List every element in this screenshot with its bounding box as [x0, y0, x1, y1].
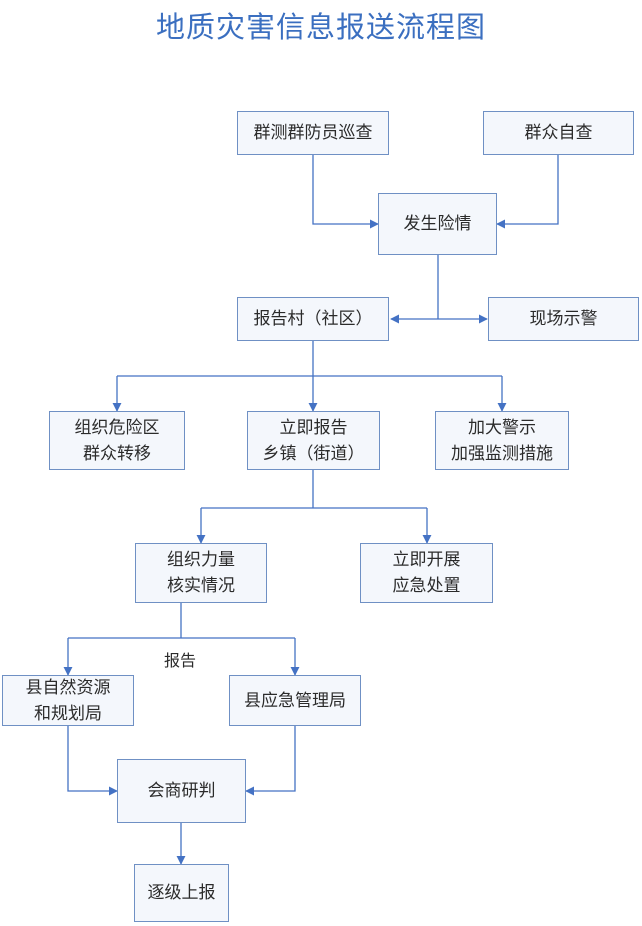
- edge-patrol-to-danger: [312, 155, 379, 229]
- node-report-village-label: 报告村（社区）: [253, 309, 373, 329]
- edge-emergency-to-consult: [245, 726, 296, 796]
- node-verify-label: 组织力量 核实情况: [167, 550, 235, 596]
- node-site-warning-label: 现场示警: [529, 309, 598, 329]
- node-report-village: 报告村（社区）: [237, 297, 389, 341]
- node-monitor: 加大警示 加强监测措施: [435, 411, 569, 470]
- node-consult-label: 会商研判: [147, 781, 216, 801]
- node-report-town: 立即报告 乡镇（街道）: [247, 411, 380, 470]
- node-emergency-bureau-label: 县应急管理局: [244, 690, 346, 711]
- node-escalate-label: 逐级上报: [147, 883, 216, 903]
- node-danger-label: 发生险情: [403, 214, 472, 234]
- edge-selfcheck-to-danger: [496, 155, 559, 229]
- node-report-town-label: 立即报告 乡镇（街道）: [262, 417, 365, 464]
- node-consult: 会商研判: [117, 759, 246, 823]
- node-emergency-action: 立即开展 应急处置: [360, 543, 493, 603]
- node-escalate: 逐级上报: [134, 864, 229, 922]
- node-site-warning: 现场示警: [488, 297, 639, 341]
- node-emergency-action-label: 立即开展 应急处置: [392, 550, 461, 596]
- node-resources-bureau: 县自然资源 和规划局: [2, 675, 134, 726]
- node-verify: 组织力量 核实情况: [135, 543, 267, 603]
- node-resources-bureau-label: 县自然资源 和规划局: [25, 677, 111, 724]
- edge-label-report: 报告: [164, 651, 197, 670]
- node-evacuate-label: 组织危险区 群众转移: [74, 417, 160, 464]
- page-title: 地质灾害信息报送流程图: [155, 10, 486, 44]
- edge-resources-to-consult: [67, 726, 118, 796]
- node-emergency-bureau: 县应急管理局: [229, 675, 361, 726]
- node-danger: 发生险情: [378, 193, 497, 255]
- node-evacuate: 组织危险区 群众转移: [49, 411, 185, 470]
- node-monitor-label: 加大警示 加强监测措施: [451, 417, 553, 464]
- node-self-check: 群众自查: [483, 111, 634, 155]
- node-self-check-label: 群众自查: [524, 123, 593, 143]
- node-patrol: 群测群防员巡查: [237, 111, 389, 155]
- node-patrol-label: 群测群防员巡查: [253, 123, 373, 143]
